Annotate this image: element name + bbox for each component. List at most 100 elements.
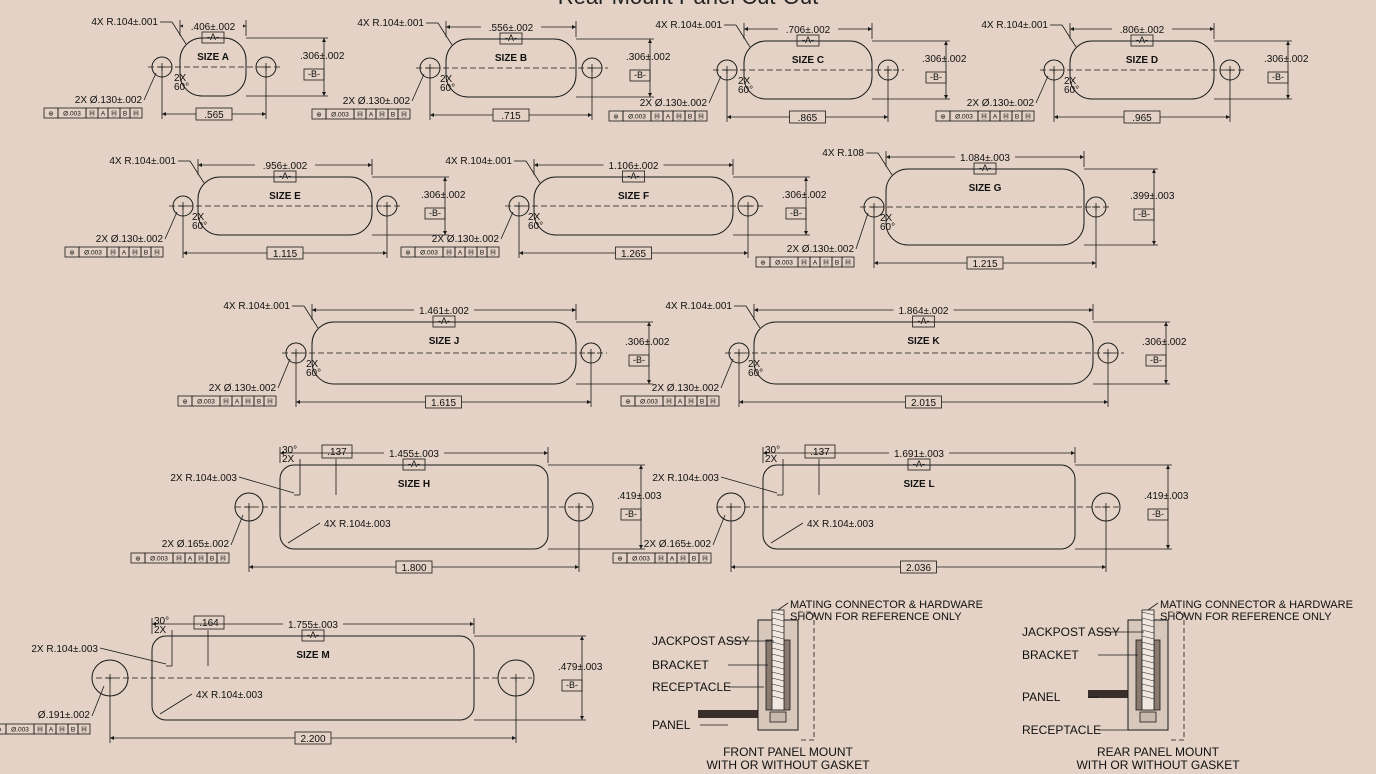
arrowhead	[1210, 27, 1214, 31]
hole-leader	[500, 211, 514, 240]
angle-l: 30°	[765, 445, 780, 456]
datum-a-k: -A-	[918, 316, 930, 326]
corner-radius-f: 4X R.104±.001	[445, 156, 512, 167]
label-backing	[414, 304, 474, 316]
arrowhead	[1092, 261, 1096, 265]
arrowhead	[322, 92, 326, 96]
angle-count-c: 2X	[738, 76, 751, 87]
height-j: .306±.002	[625, 337, 670, 348]
arrowhead	[944, 95, 948, 99]
arrowhead	[580, 716, 584, 720]
pitch-box-frame	[395, 560, 433, 574]
mating-note-line1: MATING CONNECTOR & HARDWARE	[1160, 599, 1353, 611]
fcf-text: Ⓜ	[823, 259, 830, 267]
datum-b-c: -B-	[930, 72, 942, 82]
fcf-text: ⊕	[69, 250, 75, 257]
datum-a-b: -A-	[505, 33, 517, 43]
arrowhead	[754, 308, 758, 312]
datum-b-k: -B-	[1150, 355, 1162, 365]
datum-b-g-frame	[1133, 208, 1155, 221]
shell-width-g: 1.084±.003	[960, 153, 1010, 164]
corner-leader	[735, 24, 751, 48]
arrowhead	[1152, 241, 1156, 245]
fcf-text: Ⓜ	[490, 249, 497, 257]
fcf-text: Ⓜ	[654, 113, 661, 121]
corner-leader	[189, 160, 205, 184]
fcf-text: Ⓜ	[89, 110, 96, 118]
datum-b-e: -B-	[429, 208, 441, 218]
height-e: .306±.002	[421, 190, 466, 201]
hole-pitch-g: 1.215	[972, 259, 997, 270]
mount-caption-1-rear: REAR PANEL MOUNT	[1097, 745, 1220, 759]
angle-d: 60°	[1064, 85, 1079, 96]
corner-radius-d: 4X R.104±.001	[981, 20, 1048, 31]
corner-radius-k: 4X R.104±.001	[665, 301, 732, 312]
angle-count-b: 2X	[440, 74, 453, 85]
arrowhead	[1104, 400, 1108, 404]
receptacle-label-front: RECEPTACLE	[652, 680, 731, 694]
fcf-text: B	[210, 556, 214, 563]
angle-m: 30°	[154, 616, 169, 627]
arrowhead	[534, 163, 538, 167]
arrowhead	[572, 308, 576, 312]
thread-line	[771, 629, 785, 634]
fcf-cell	[486, 246, 500, 258]
fcf-text: Ⓜ	[658, 555, 665, 563]
angle-c: 60°	[738, 85, 753, 96]
fcf-text: ⊕	[617, 556, 623, 563]
datum-b-h: -B-	[625, 509, 637, 519]
hole-pitch-b: .715	[501, 111, 521, 122]
shell-width-h: 1.455±.003	[389, 449, 439, 460]
fcf-text: Ⓜ	[110, 249, 117, 257]
hole-diameter-c: 2X Ø.130±.002	[640, 98, 708, 109]
angle-a: 60°	[174, 82, 189, 93]
hex-nut	[1139, 711, 1157, 723]
jackpost	[771, 609, 785, 711]
fcf-text: B	[688, 114, 692, 121]
fcf-text: ⊕	[405, 250, 411, 257]
fcf-text: Ⓜ	[446, 249, 453, 257]
arrowhead	[647, 322, 651, 326]
jackpost	[1141, 609, 1155, 711]
arrowhead	[446, 25, 450, 29]
datum-b-f: -B-	[790, 208, 802, 218]
arrowhead	[739, 400, 743, 404]
thread-line	[771, 611, 785, 616]
arrowhead	[1152, 169, 1156, 173]
fcf-text: Ⓜ	[702, 555, 709, 563]
arrowhead	[1286, 41, 1290, 45]
angle-count-e: 2X	[192, 212, 205, 223]
size-label-b: SIZE B	[495, 53, 527, 64]
fcf-text: Ø.003	[197, 399, 215, 406]
label-backing	[955, 151, 1015, 163]
fcf-text: Ø.003	[640, 399, 658, 406]
thread-line	[771, 683, 785, 688]
size-label-h: SIZE H	[398, 479, 430, 490]
datum-a-j-frame	[432, 315, 456, 328]
datum-b-d: -B-	[1272, 72, 1284, 82]
arrowhead	[322, 38, 326, 42]
corner-radius-bottom-l: 4X R.104±.003	[807, 519, 874, 530]
size-label-l: SIZE L	[903, 479, 934, 490]
angle-e: 60°	[192, 221, 207, 232]
angle-count-j: 2X	[306, 359, 319, 370]
arrowhead	[575, 565, 579, 569]
pitch-box-frame	[789, 110, 826, 124]
fcf-cell	[397, 108, 411, 120]
fcf-text: ⊕	[135, 556, 141, 563]
datum-b-d-frame	[1267, 71, 1289, 84]
mating-note-line2: SHOWN FOR REFERENCE ONLY	[1160, 611, 1332, 623]
height-h: .419±.003	[617, 491, 662, 502]
arrowhead	[639, 465, 643, 469]
angle-k: 60°	[748, 368, 763, 379]
arrowhead	[804, 177, 808, 181]
thread-line	[1141, 671, 1155, 676]
hole-diameter-e: 2X Ø.130±.002	[96, 234, 164, 245]
fcf-text: ⊕	[940, 114, 946, 121]
shell-width-a: .406±.002	[191, 22, 236, 33]
arrowhead	[727, 115, 731, 119]
arrowhead	[1166, 545, 1170, 549]
angle-count-l: 2X	[765, 454, 778, 465]
